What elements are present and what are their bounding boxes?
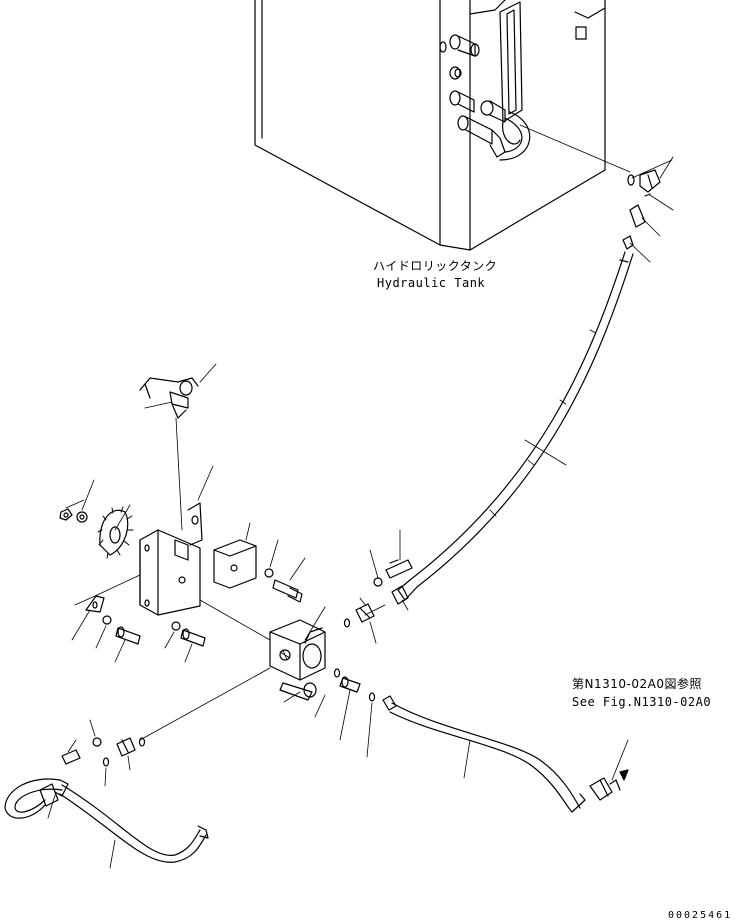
hydraulic-tank: [254, 0, 606, 251]
nut: [59, 508, 73, 521]
elbow-fitting-tank: [639, 169, 661, 193]
gear-pump: [269, 619, 326, 681]
gear-sprocket: [97, 506, 134, 559]
tank-port-fitting-2: [449, 90, 475, 113]
lower-right-hose: [382, 695, 586, 813]
connector-line: [519, 124, 631, 173]
adapter-lower-left: [116, 737, 136, 757]
o-ring-tank: [627, 174, 635, 186]
tank-label-en: Hydraulic Tank: [377, 276, 486, 290]
o-ring-pump-upper: [343, 618, 351, 628]
o-ring-pump-lower-2: [368, 692, 376, 702]
flange-fitting: [355, 603, 375, 623]
adapter-tank: [629, 204, 646, 228]
bolt-lower-left: [61, 749, 81, 765]
adapter-pump-lower: [339, 676, 361, 693]
washer-nut: [76, 511, 88, 523]
tank-return-elbow: [457, 111, 531, 161]
bolt-upper-right: [385, 559, 413, 579]
document-number: 00025461: [668, 910, 733, 921]
hose-fitting-upper: [391, 585, 409, 605]
pressure-switch: [139, 377, 199, 419]
elbow-fitting-lower-right: [589, 777, 621, 801]
washer-lower-left: [92, 737, 102, 747]
washer-upper: [373, 577, 383, 587]
suction-hose: [397, 251, 634, 601]
tank-label-jp: ハイドロリックタンク: [373, 259, 498, 273]
hose-end-tank: [622, 235, 634, 250]
washer-left: [102, 615, 112, 625]
bolt-center: [180, 628, 206, 647]
tank-port-fitting-3: [480, 100, 506, 123]
o-ring-lower-left-2: [102, 757, 110, 767]
mounting-bracket: [139, 502, 203, 616]
tank-port-fitting-1: [449, 34, 480, 57]
cover-plate: [213, 539, 257, 589]
o-ring-pump-lower: [333, 668, 341, 678]
washer-right: [264, 568, 274, 578]
clip-tab: [85, 595, 105, 613]
pump-bolt: [279, 682, 317, 701]
washer-center: [171, 621, 181, 631]
lower-left-hose: [4, 778, 209, 863]
bolt-left: [115, 626, 141, 645]
o-ring-lower-left: [138, 737, 146, 747]
reference-label-en: See Fig.N1310-02A0: [572, 695, 712, 709]
reference-label-jp: 第N1310-02A0図参照: [572, 677, 702, 691]
bolt-right: [272, 579, 303, 603]
